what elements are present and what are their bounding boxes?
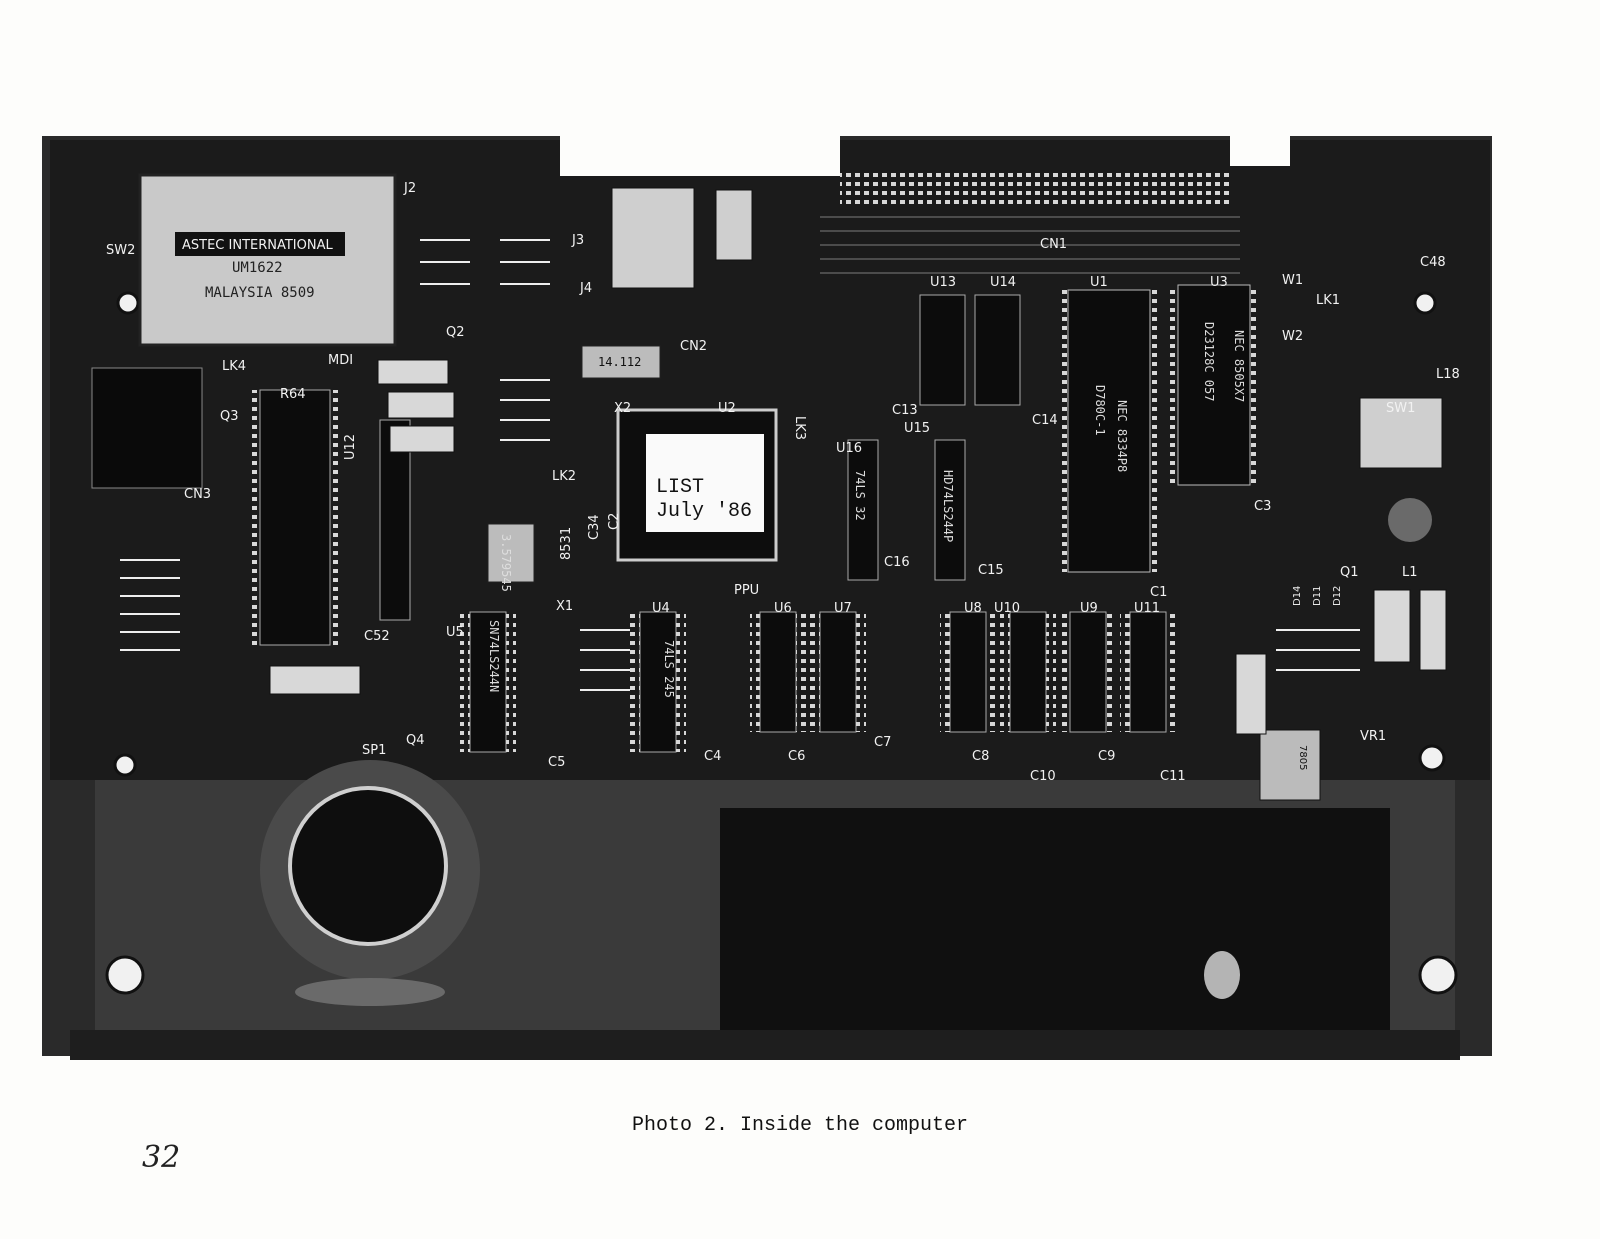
connector-cn3 [91, 367, 203, 489]
svg-text:X1: X1 [556, 599, 573, 614]
chip-u3: NEC 8505X7 D23128C 057 [1168, 284, 1260, 486]
svg-text:PPU: PPU [734, 583, 759, 598]
svg-text:U15: U15 [904, 421, 930, 436]
regulator-7805 [1259, 729, 1321, 801]
svg-text:J4: J4 [579, 281, 592, 296]
svg-text:C48: C48 [1420, 255, 1446, 270]
edge-connector [840, 168, 1230, 208]
svg-text:CN3: CN3 [184, 487, 211, 502]
svg-text:CN1: CN1 [1040, 237, 1067, 252]
ppu-chip: LIST July '86 [616, 408, 778, 562]
svg-text:C2: C2 [607, 513, 622, 530]
svg-text:SN74LS244N: SN74LS244N [487, 620, 501, 692]
svg-text:MALAYSIA 8509: MALAYSIA 8509 [205, 285, 315, 301]
svg-text:VR1: VR1 [1360, 729, 1386, 744]
svg-text:NEC 8334P8: NEC 8334P8 [1115, 400, 1129, 472]
svg-text:C1: C1 [1150, 585, 1167, 600]
silkscreen-labels: SW2 J2 J3 J4 MDI LK4 Q2 Q3 R64 CN3 U12 C… [106, 181, 1460, 784]
svg-text:C10: C10 [1030, 769, 1056, 784]
svg-text:HD74LS244P: HD74LS244P [941, 470, 955, 542]
svg-text:C13: C13 [892, 403, 918, 418]
speaker [260, 760, 480, 1006]
svg-text:R64: R64 [280, 387, 306, 402]
svg-text:U8: U8 [964, 601, 982, 616]
svg-text:U12: U12 [343, 434, 358, 460]
svg-text:D780C-1: D780C-1 [1093, 385, 1107, 436]
crystal-x1 [487, 523, 535, 583]
svg-text:July '86: July '86 [656, 500, 752, 523]
svg-text:C52: C52 [364, 629, 390, 644]
svg-text:X2: X2 [614, 401, 631, 416]
page-number: 32 [142, 1140, 181, 1175]
svg-text:C34: C34 [587, 514, 602, 540]
svg-text:D23128C 057: D23128C 057 [1202, 322, 1216, 401]
svg-text:C6: C6 [788, 749, 805, 764]
svg-text:U14: U14 [990, 275, 1016, 290]
svg-text:Q3: Q3 [220, 409, 239, 424]
figure-caption: Photo 2. Inside the computer [632, 1114, 969, 1137]
svg-text:C5: C5 [548, 755, 565, 770]
svg-text:J3: J3 [571, 233, 584, 248]
svg-text:LK4: LK4 [222, 359, 246, 374]
svg-text:SP1: SP1 [362, 743, 386, 758]
svg-text:C4: C4 [704, 749, 721, 764]
svg-text:C9: C9 [1098, 749, 1115, 764]
svg-text:U2: U2 [718, 401, 736, 416]
svg-text:74LS 32: 74LS 32 [853, 470, 867, 521]
svg-text:MDI: MDI [328, 353, 353, 368]
svg-text:U7: U7 [834, 601, 852, 616]
svg-text:U13: U13 [930, 275, 956, 290]
svg-text:C8: C8 [972, 749, 989, 764]
svg-text:U3: U3 [1210, 275, 1228, 290]
chip-row-lower [469, 611, 1167, 753]
svg-text:D11: D11 [1312, 586, 1323, 606]
rf-modulator: ASTEC INTERNATIONAL UM1622 MALAYSIA 8509 [138, 173, 397, 347]
svg-text:LK3: LK3 [792, 416, 807, 440]
svg-text:Q4: Q4 [406, 733, 425, 748]
svg-text:U16: U16 [836, 441, 862, 456]
crystal-x2 [581, 345, 661, 379]
svg-text:UM1622: UM1622 [232, 260, 283, 276]
svg-text:J2: J2 [403, 181, 416, 196]
svg-text:L1: L1 [1402, 565, 1418, 580]
svg-text:Q1: Q1 [1340, 565, 1359, 580]
svg-text:U10: U10 [994, 601, 1020, 616]
svg-text:3.579545: 3.579545 [499, 534, 513, 592]
svg-text:LK1: LK1 [1316, 293, 1340, 308]
svg-text:NEC 8505X7: NEC 8505X7 [1232, 330, 1246, 402]
svg-text:C16: C16 [884, 555, 910, 570]
svg-text:C14: C14 [1032, 413, 1058, 428]
svg-text:U5: U5 [446, 625, 464, 640]
svg-text:U6: U6 [774, 601, 792, 616]
switch-sw1 [1359, 397, 1443, 469]
svg-text:LIST: LIST [656, 476, 704, 499]
battery-cover [720, 808, 1390, 1033]
svg-text:U1: U1 [1090, 275, 1108, 290]
svg-text:U11: U11 [1134, 601, 1160, 616]
svg-text:SW2: SW2 [106, 243, 135, 258]
svg-text:C15: C15 [978, 563, 1004, 578]
svg-text:D14: D14 [1292, 586, 1303, 606]
svg-text:14.112: 14.112 [598, 355, 641, 369]
svg-text:ASTEC INTERNATIONAL: ASTEC INTERNATIONAL [182, 238, 333, 253]
svg-text:Q2: Q2 [446, 325, 465, 340]
circuit-board-photo: ASTEC INTERNATIONAL UM1622 MALAYSIA 8509… [42, 136, 1492, 1060]
svg-text:7805: 7805 [1297, 745, 1308, 770]
svg-text:U9: U9 [1080, 601, 1098, 616]
svg-text:C11: C11 [1160, 769, 1186, 784]
svg-text:C7: C7 [874, 735, 891, 750]
svg-text:74LS 245: 74LS 245 [662, 640, 676, 698]
chip-row-upper [259, 294, 1021, 646]
svg-text:U4: U4 [652, 601, 670, 616]
svg-text:L18: L18 [1436, 367, 1460, 382]
svg-text:LK2: LK2 [552, 469, 576, 484]
chip-u1: NEC 8334P8 D780C-1 [1058, 289, 1160, 573]
svg-text:CN2: CN2 [680, 339, 707, 354]
svg-text:W1: W1 [1282, 273, 1303, 288]
svg-text:C3: C3 [1254, 499, 1271, 514]
svg-text:SW1: SW1 [1386, 401, 1415, 416]
svg-text:W2: W2 [1282, 329, 1303, 344]
svg-text:D12: D12 [1332, 586, 1343, 606]
svg-text:8531: 8531 [559, 527, 574, 560]
